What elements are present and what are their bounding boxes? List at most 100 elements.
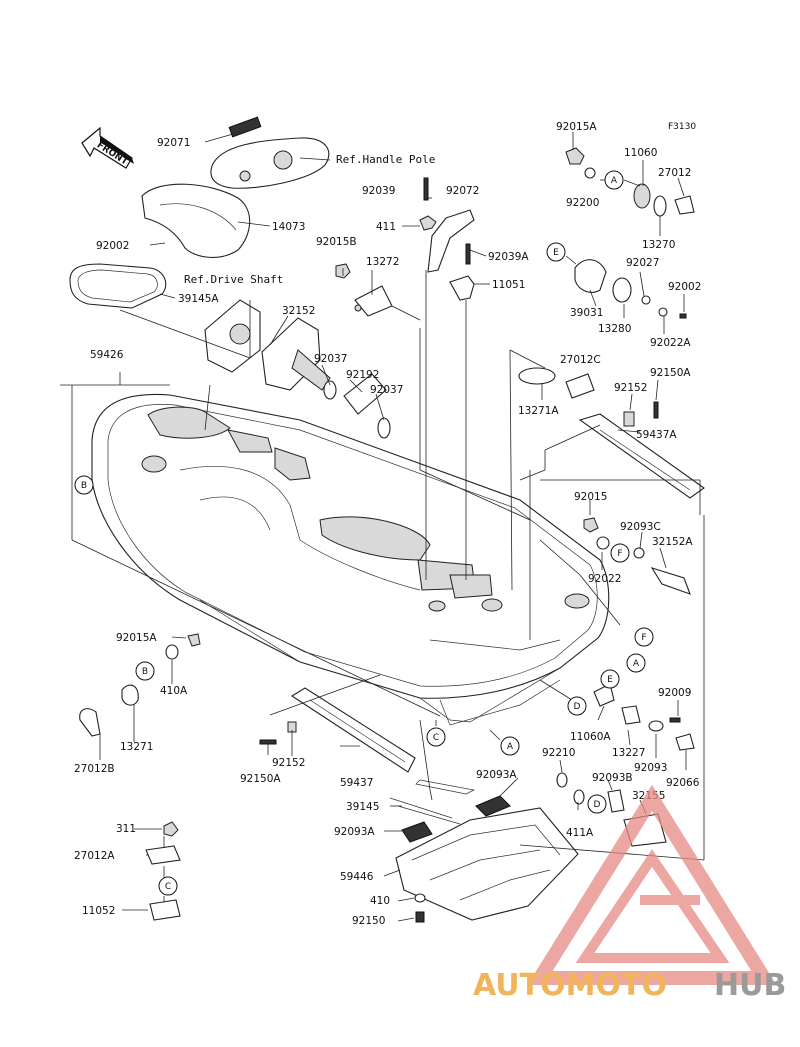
handle-pole-cover (210, 116, 330, 189)
watermark-text: AUTOMOTO HUB (473, 968, 786, 1003)
label-11060A: 11060A (570, 731, 611, 743)
label-59437: 59437 (340, 777, 373, 789)
label-11052: 11052 (82, 905, 115, 917)
seal-39145A (69, 263, 167, 309)
label-92150A-top: 92150A (650, 367, 691, 379)
plate-27012A (145, 845, 181, 865)
washer-92022A (658, 307, 668, 317)
label-27012: 27012 (658, 167, 691, 179)
callout-F-hull: F (634, 627, 654, 647)
callout-E-hull: E (600, 669, 620, 689)
hull-body (91, 393, 610, 726)
label-92152-top: 92152 (614, 382, 647, 394)
label-13280: 13280 (598, 323, 631, 335)
svg-text:F: F (617, 549, 622, 559)
plug-92066 (675, 733, 695, 751)
callout-B-hull: B (74, 475, 94, 495)
bracket-11052 (149, 899, 181, 921)
label-92200: 92200 (566, 197, 599, 209)
bolt-92150A-top (653, 401, 659, 419)
label-92022A: 92022A (650, 337, 691, 349)
label-92150A-left: 92150A (240, 773, 281, 785)
bolt-92002b (679, 313, 687, 319)
cover-27012C (565, 373, 595, 399)
callout-D-hull: D (567, 696, 587, 716)
svg-text:A: A (611, 176, 618, 186)
nut-92015A-left (187, 633, 201, 647)
label-11060: 11060 (624, 147, 657, 159)
label-92072: 92072 (446, 185, 479, 197)
clip-27012 (674, 195, 695, 215)
label-32152A: 32152A (652, 536, 693, 548)
bracket-92072 (427, 209, 475, 273)
label-92009: 92009 (658, 687, 691, 699)
label-411A: 411A (566, 827, 594, 839)
label-92093A-top: 92093A (476, 769, 517, 781)
clip-27012B (79, 708, 101, 737)
callout-A-lower: A (500, 736, 520, 756)
callout-A-hull: A (626, 653, 646, 673)
svg-text:D: D (594, 800, 601, 810)
bolt-92009 (669, 717, 681, 723)
cap-11060 (633, 183, 651, 209)
svg-text:F: F (641, 633, 646, 643)
washer-92093 (648, 720, 664, 732)
leader-lines (60, 131, 705, 922)
svg-text:B: B (81, 481, 87, 491)
washer-92210 (556, 772, 568, 788)
callout-D-lower: D (587, 794, 607, 814)
clamp-92037b (377, 417, 391, 439)
label-13227: 13227 (612, 747, 645, 759)
washer-92093C (633, 547, 645, 559)
seal-39145 (389, 779, 476, 825)
label-14073: 14073 (272, 221, 305, 233)
label-311: 311 (116, 823, 136, 835)
gasket-13270 (653, 195, 667, 217)
label-13271: 13271 (120, 741, 153, 753)
clamp-92037a (323, 380, 337, 400)
label-32152-top: 32152 (282, 305, 315, 317)
label-13272: 13272 (366, 256, 399, 268)
label-13270: 13270 (642, 239, 675, 251)
label-92027: 92027 (626, 257, 659, 269)
label-92039A: 92039A (488, 251, 529, 263)
washer-92200 (584, 167, 596, 179)
fitting-13227 (621, 705, 641, 725)
nut-92015A-top (565, 147, 585, 165)
label-92152-left: 92152 (272, 757, 305, 769)
label-92093A-left: 92093A (334, 826, 375, 838)
seal-14073 (141, 183, 251, 258)
gasket-13271 (121, 684, 139, 706)
label-92037-b: 92037 (370, 384, 403, 396)
label-92071: 92071 (157, 137, 190, 149)
callout-C-left: C (158, 876, 178, 896)
watermark-hub: HUB (714, 968, 786, 1003)
spacer-92152a (623, 411, 635, 427)
svg-text:A: A (507, 742, 514, 752)
gasket-13280 (612, 277, 632, 303)
label-27012A: 27012A (74, 850, 115, 862)
label-92022: 92022 (588, 573, 621, 585)
bellows-32152 (261, 317, 331, 391)
front-arrow-icon: FRONT (81, 126, 134, 169)
label-92039: 92039 (362, 185, 395, 197)
ref-handle-pole: Ref.Handle Pole (336, 153, 435, 166)
callout-A-top: A (604, 170, 624, 190)
rail-59437A (578, 413, 705, 499)
hose-92192 (343, 373, 387, 415)
label-411: 411 (376, 221, 396, 233)
label-11051: 11051 (492, 279, 525, 291)
bolt-92039A (465, 243, 471, 265)
diagram-code: F3130 (668, 122, 696, 132)
washer-410A (165, 644, 179, 660)
rail-59437 (290, 687, 416, 773)
cover-13272 (354, 285, 393, 317)
label-39145: 39145 (346, 801, 379, 813)
nut-92015 (583, 517, 599, 533)
label-92015B: 92015B (316, 236, 357, 248)
label-92210: 92210 (542, 747, 575, 759)
svg-text:C: C (433, 733, 439, 743)
watermark-logo (527, 784, 777, 985)
callout-F-right: F (610, 543, 630, 563)
